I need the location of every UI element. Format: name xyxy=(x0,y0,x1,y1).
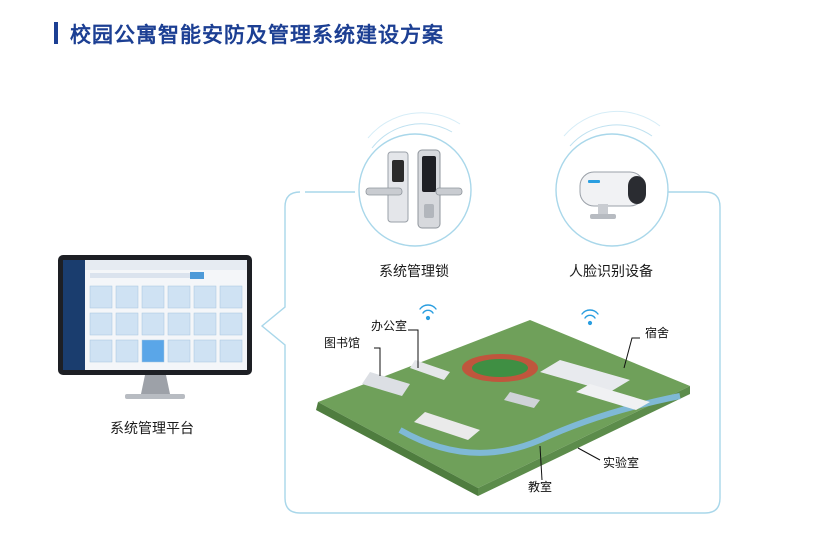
office-label: 办公室 xyxy=(371,319,408,333)
connection-frame xyxy=(260,191,721,514)
camera-label: 人脸识别设备 xyxy=(569,264,653,280)
classroom-label: 教室 xyxy=(528,480,553,494)
library-label: 图书馆 xyxy=(324,336,361,350)
camera-device xyxy=(555,110,669,247)
lock-label: 系统管理锁 xyxy=(379,264,449,280)
wifi-icon xyxy=(419,304,599,326)
title-accent-bar xyxy=(54,22,58,44)
campus-illustration xyxy=(316,320,690,496)
dormitory-label: 宿舍 xyxy=(645,326,670,340)
lock-device xyxy=(358,112,472,247)
management-monitor xyxy=(58,255,252,399)
platform-label: 系统管理平台 xyxy=(110,421,194,437)
callout-lines xyxy=(374,329,640,481)
page-title: 校园公寓智能安防及管理系统建设方案 xyxy=(70,23,444,47)
laboratory-label: 实验室 xyxy=(603,456,640,470)
